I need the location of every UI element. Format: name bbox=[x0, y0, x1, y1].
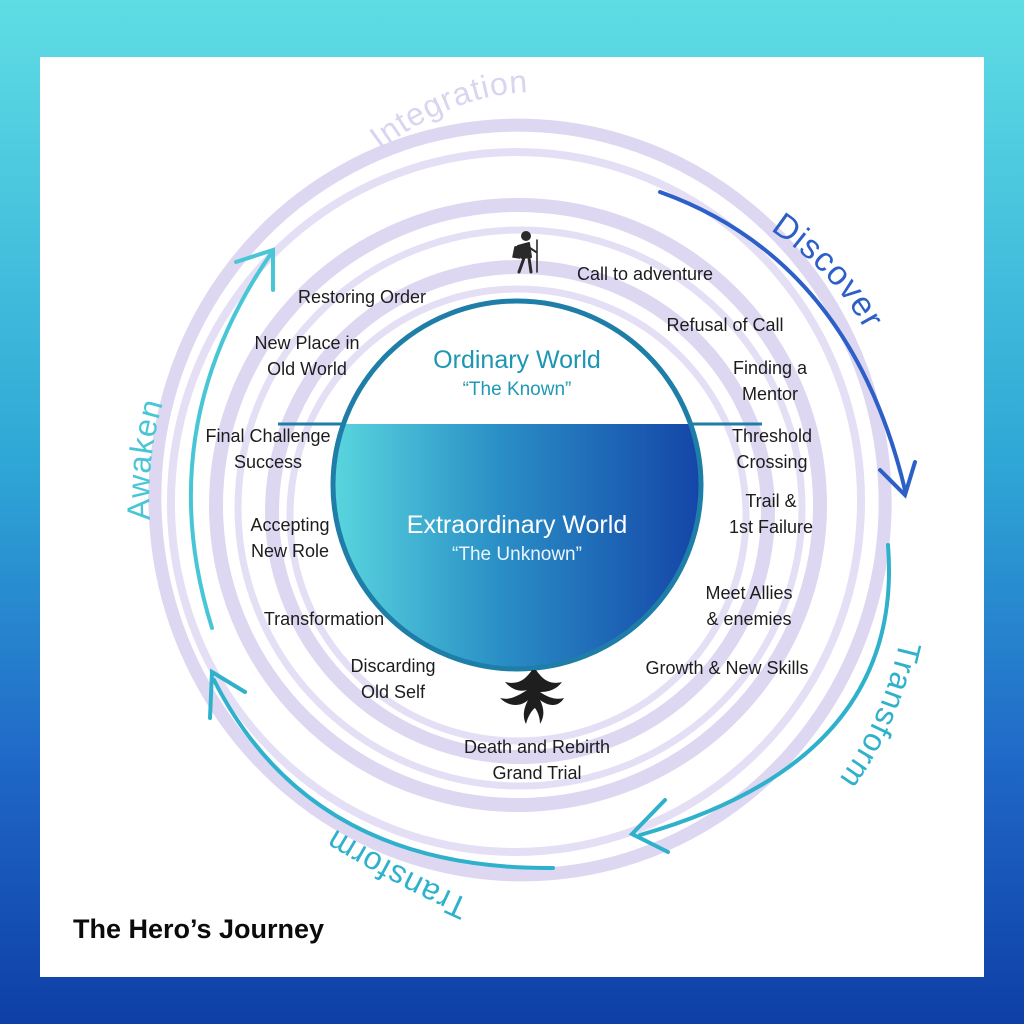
awaken-arc bbox=[188, 247, 275, 630]
stage-discarding-old-self: Discarding Old Self bbox=[350, 653, 435, 705]
stage-finding-mentor-line1: Finding a bbox=[732, 358, 808, 378]
world-sphere bbox=[330, 298, 704, 672]
discover-arc bbox=[658, 190, 917, 499]
transform-bottom-arc bbox=[208, 668, 555, 871]
stage-meet-allies: Meet Allies & enemies bbox=[705, 580, 792, 632]
extraordinary-world: Extraordinary World “The Unknown” bbox=[407, 508, 627, 568]
stage-transformation: Transformation bbox=[263, 609, 385, 629]
stage-allies-line1: Meet Allies bbox=[705, 583, 793, 603]
stage-call-to-adventure: Call to adventure bbox=[576, 264, 714, 284]
stage-threshold-crossing: Threshold Crossing bbox=[732, 423, 812, 475]
spiral-ring-middle bbox=[209, 197, 827, 813]
stage-final-line1: Final Challenge bbox=[205, 426, 331, 446]
extraordinary-world-subtitle: “The Unknown” bbox=[452, 544, 582, 565]
stage-trail-line2: 1st Failure bbox=[728, 517, 814, 537]
stage-trail-line1: Trail & bbox=[745, 491, 797, 511]
extraordinary-world-title: Extraordinary World bbox=[406, 511, 628, 539]
stage-threshold-line2: Crossing bbox=[736, 452, 808, 472]
stage-discarding-line2: Old Self bbox=[360, 682, 426, 702]
stage-death-line2: Grand Trial bbox=[492, 763, 582, 783]
ordinary-world: Ordinary World “The Known” bbox=[433, 343, 601, 403]
stage-allies-line2: & enemies bbox=[706, 609, 792, 629]
stage-threshold-line1: Threshold bbox=[731, 426, 813, 446]
stage-death-line1: Death and Rebirth bbox=[463, 737, 611, 757]
spiral-ring-outer bbox=[148, 118, 892, 882]
stage-restoring-order: Restoring Order bbox=[297, 287, 427, 307]
spiral-ring-inner-2 bbox=[286, 285, 750, 745]
stage-finding-mentor: Finding a Mentor bbox=[733, 355, 807, 407]
stage-trail-failure: Trail & 1st Failure bbox=[729, 488, 813, 540]
hiker-icon bbox=[512, 231, 538, 274]
stage-final-line2: Success bbox=[233, 452, 303, 472]
diagram-title: The Hero’s Journey bbox=[73, 914, 325, 944]
stage-new-place-old-world: New Place in Old World bbox=[254, 330, 359, 382]
stage-accepting-line1: Accepting bbox=[250, 515, 330, 535]
phase-integration-label: Integration bbox=[363, 63, 529, 156]
stage-discarding-line1: Discarding bbox=[350, 656, 436, 676]
phoenix-icon bbox=[500, 670, 564, 724]
stage-growth-new-skills: Growth & New Skills bbox=[645, 658, 809, 678]
stage-accepting-new-role: Accepting New Role bbox=[250, 512, 329, 564]
stage-newplace-line1: New Place in bbox=[254, 333, 360, 353]
spiral-ring-inner bbox=[265, 259, 775, 765]
spiral-ring-middle-2 bbox=[234, 226, 806, 790]
ordinary-world-title: Ordinary World bbox=[433, 346, 601, 374]
spiral-rings bbox=[148, 118, 892, 882]
stage-death-rebirth: Death and Rebirth Grand Trial bbox=[464, 734, 610, 786]
stage-refusal-of-call: Refusal of Call bbox=[666, 315, 784, 335]
spiral-ring-outer-2 bbox=[166, 148, 866, 856]
stage-final-challenge: Final Challenge Success bbox=[205, 423, 330, 475]
ordinary-world-subtitle: “The Known” bbox=[462, 379, 572, 400]
stage-finding-mentor-line2: Mentor bbox=[741, 384, 799, 404]
stage-accepting-line2: New Role bbox=[250, 541, 330, 561]
transform-right-arc bbox=[628, 543, 891, 854]
stage-newplace-line2: Old World bbox=[267, 359, 347, 379]
phase-transform-bottom-label: Transform bbox=[319, 822, 473, 926]
